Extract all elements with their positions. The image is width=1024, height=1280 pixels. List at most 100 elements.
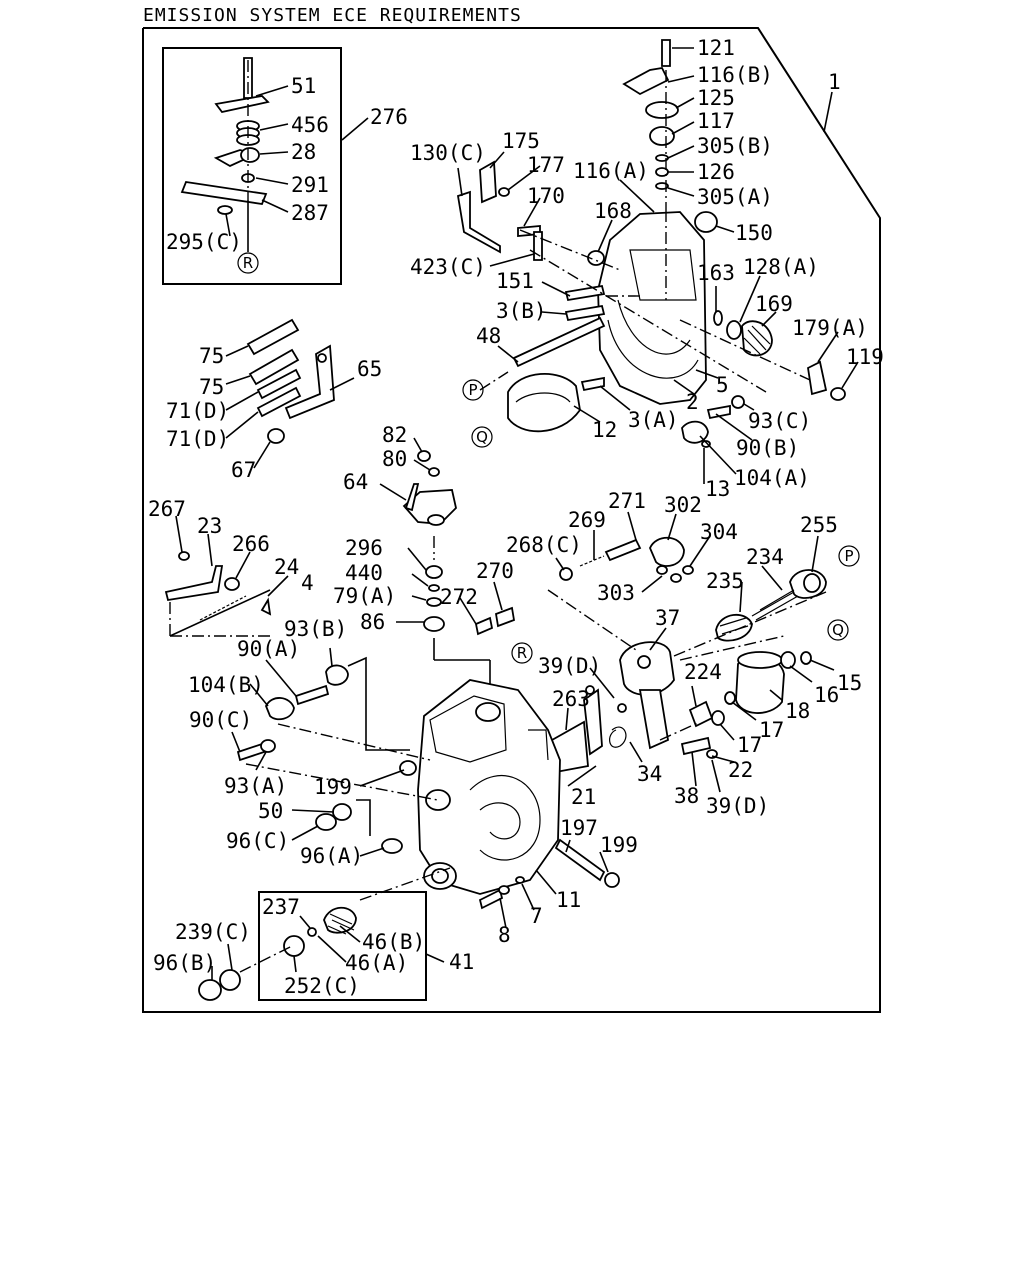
callout-163: 163	[697, 261, 735, 285]
callout-65: 65	[357, 357, 382, 381]
callout-169: 169	[755, 292, 793, 316]
callout-71-d-lower: 71(D)	[166, 427, 229, 451]
callout-266: 266	[232, 532, 270, 556]
diagram-frame	[142, 27, 881, 1013]
callout-24: 24	[274, 555, 299, 579]
callout-199-right: 199	[600, 833, 638, 857]
callout-28: 28	[291, 140, 316, 164]
callout-17-left: 17	[737, 733, 762, 757]
callout-46-a: 46(A)	[345, 951, 408, 975]
callout-75-upper: 75	[199, 344, 224, 368]
marker-r2-circle	[511, 642, 533, 664]
marker-q-circle	[471, 426, 493, 448]
callout-296: 296	[345, 536, 383, 560]
callout-16: 16	[814, 683, 839, 707]
callout-51: 51	[291, 74, 316, 98]
callout-121: 121	[697, 36, 735, 60]
callout-82: 82	[382, 423, 407, 447]
callout-22: 22	[728, 758, 753, 782]
callout-128-a: 128(A)	[743, 255, 819, 279]
callout-50: 50	[258, 799, 283, 823]
callout-119: 119	[846, 345, 884, 369]
marker-p-right: P	[844, 547, 853, 565]
marker-p-left: P	[468, 381, 477, 399]
callout-268-c: 268(C)	[506, 533, 582, 557]
callout-15: 15	[837, 671, 862, 695]
marker-p2-circle	[838, 545, 860, 567]
callout-291: 291	[291, 173, 329, 197]
callout-13: 13	[705, 477, 730, 501]
marker-r-lower: R	[517, 644, 527, 662]
callout-38: 38	[674, 784, 699, 808]
callout-71-d-upper: 71(D)	[166, 399, 229, 423]
callout-1: 1	[828, 70, 841, 94]
callout-305-b: 305(B)	[697, 134, 773, 158]
callout-79-a: 79(A)	[333, 584, 396, 608]
callout-4: 4	[301, 571, 314, 595]
callout-177: 177	[527, 153, 565, 177]
callout-116-a: 116(A)	[573, 159, 649, 183]
callout-125: 125	[697, 86, 735, 110]
callout-263: 263	[552, 687, 590, 711]
inset-box-41	[258, 891, 427, 1001]
marker-q2-circle	[827, 619, 849, 641]
callout-39-d-lower: 39(D)	[706, 794, 769, 818]
callout-12: 12	[592, 418, 617, 442]
callout-150: 150	[735, 221, 773, 245]
callout-116-b: 116(B)	[697, 63, 773, 87]
callout-11: 11	[556, 888, 581, 912]
callout-34: 34	[637, 762, 662, 786]
callout-255: 255	[800, 513, 838, 537]
callout-440: 440	[345, 561, 383, 585]
marker-q-right: Q	[832, 621, 844, 639]
callout-270: 270	[476, 559, 514, 583]
callout-179-a: 179(A)	[792, 316, 868, 340]
callout-199-left: 199	[314, 775, 352, 799]
callout-90-c: 90(C)	[189, 708, 252, 732]
callout-104-a: 104(A)	[734, 466, 810, 490]
callout-224: 224	[684, 660, 722, 684]
callout-175: 175	[502, 129, 540, 153]
callout-197: 197	[560, 816, 598, 840]
callout-2: 2	[686, 390, 699, 414]
callout-130-c: 130(C)	[410, 141, 486, 165]
callout-303: 303	[597, 581, 635, 605]
callout-64: 64	[343, 470, 368, 494]
callout-labels: 121 116(B) 125 117 305(B) 126 305(A) 116…	[148, 36, 884, 998]
callout-17-right: 17	[759, 718, 784, 742]
callout-170: 170	[527, 184, 565, 208]
callout-75-lower: 75	[199, 375, 224, 399]
callout-267: 267	[148, 497, 186, 521]
callout-104-b: 104(B)	[188, 673, 264, 697]
callout-304: 304	[700, 520, 738, 544]
callout-90-b: 90(B)	[736, 436, 799, 460]
callout-271: 271	[608, 489, 646, 513]
callout-96-b: 96(B)	[153, 951, 216, 975]
callout-23: 23	[197, 514, 222, 538]
callout-456: 456	[291, 113, 329, 137]
callout-86: 86	[360, 610, 385, 634]
callout-48: 48	[476, 324, 501, 348]
callout-37: 37	[655, 606, 680, 630]
callout-126: 126	[697, 160, 735, 184]
callout-3-b: 3(B)	[496, 299, 547, 323]
callout-7: 7	[530, 904, 543, 928]
callout-8: 8	[498, 923, 511, 947]
diagram-title: EMISSION SYSTEM ECE REQUIREMENTS	[143, 5, 522, 26]
callout-423-c: 423(C)	[410, 255, 486, 279]
callout-93-a: 93(A)	[224, 774, 287, 798]
callout-80: 80	[382, 447, 407, 471]
callout-302: 302	[664, 493, 702, 517]
callout-21: 21	[571, 785, 596, 809]
leader-lines	[175, 47, 859, 980]
callout-168: 168	[594, 199, 632, 223]
callout-252-c: 252(C)	[284, 974, 360, 998]
callout-234: 234	[746, 545, 784, 569]
callout-5: 5	[716, 373, 729, 397]
callout-93-c: 93(C)	[748, 409, 811, 433]
callout-39-d-upper: 39(D)	[538, 654, 601, 678]
part-sketches	[164, 39, 846, 1001]
callout-18: 18	[785, 699, 810, 723]
callout-287: 287	[291, 201, 329, 225]
callout-272: 272	[440, 585, 478, 609]
